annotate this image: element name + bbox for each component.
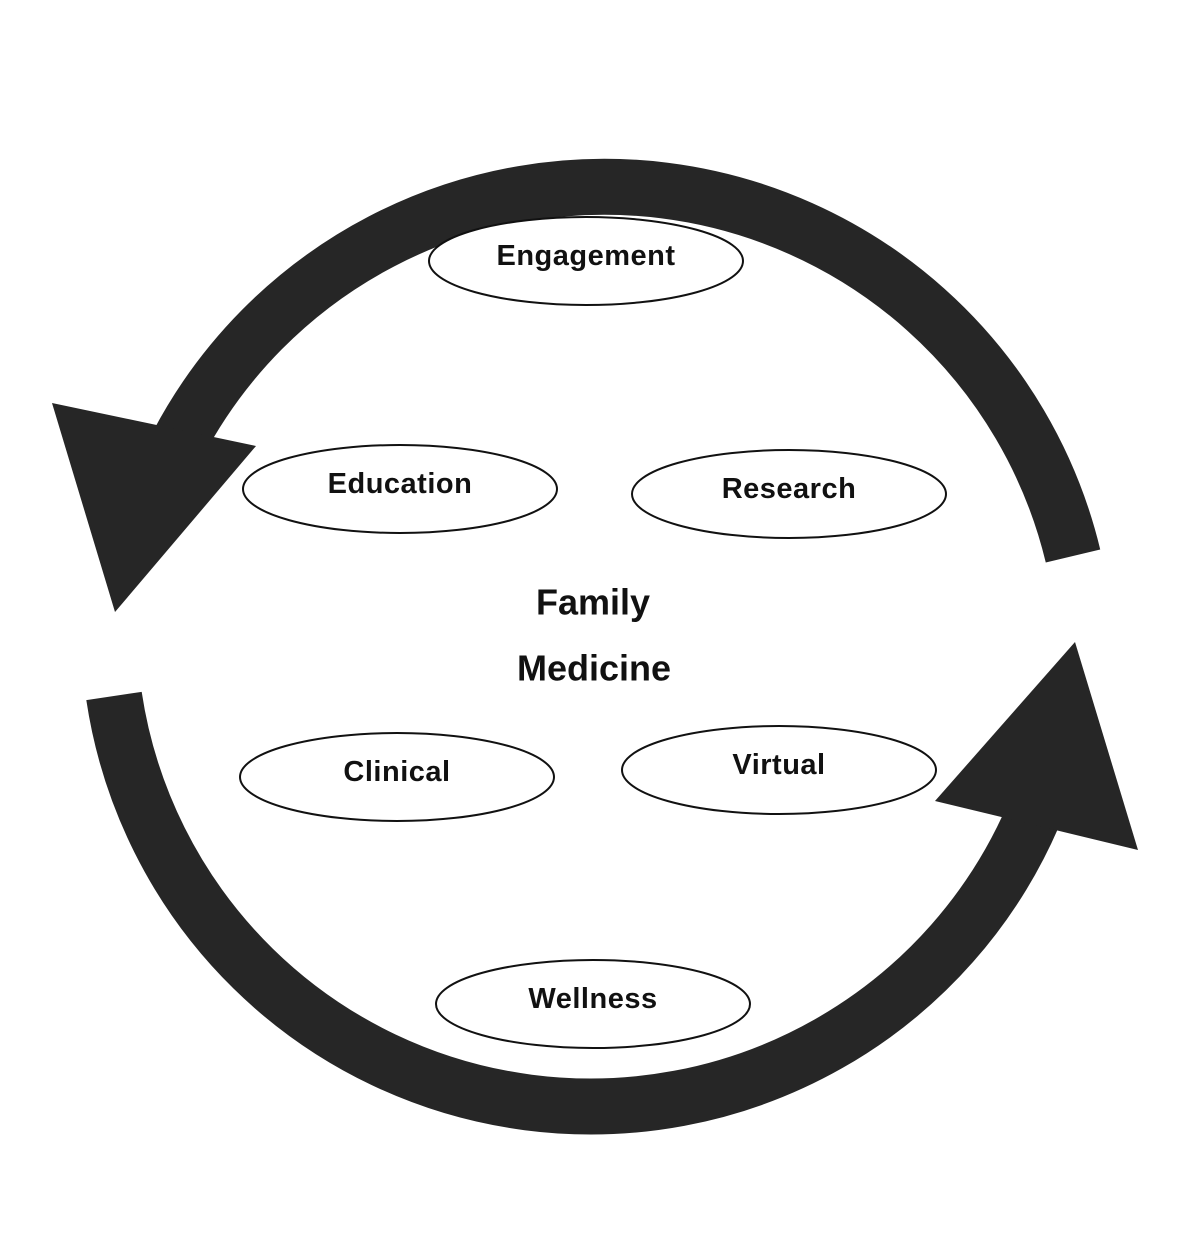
node-engagement: Engagement	[428, 216, 744, 306]
node-research-label: Research	[722, 473, 857, 505]
center-title-line2: Medicine	[517, 648, 671, 689]
lower-arrow-head	[935, 642, 1138, 850]
upper-arrow-shaft	[153, 158, 1101, 563]
upper-arrow-head	[52, 403, 256, 612]
lower-arrow-shaft	[86, 691, 1059, 1135]
node-clinical-label: Clinical	[343, 756, 450, 788]
node-clinical: Clinical	[239, 732, 555, 822]
node-research: Research	[631, 449, 947, 539]
node-wellness-label: Wellness	[528, 983, 657, 1015]
node-education: Education	[242, 444, 558, 534]
lower-cycle-arrow	[86, 642, 1138, 1135]
node-virtual-label: Virtual	[732, 749, 825, 781]
upper-cycle-arrow	[52, 158, 1101, 612]
center-title: Family Medicine	[517, 582, 671, 689]
center-title-line1: Family	[536, 582, 650, 623]
node-education-label: Education	[328, 468, 473, 500]
node-engagement-label: Engagement	[496, 240, 675, 272]
node-virtual: Virtual	[621, 725, 937, 815]
node-wellness: Wellness	[435, 959, 751, 1049]
